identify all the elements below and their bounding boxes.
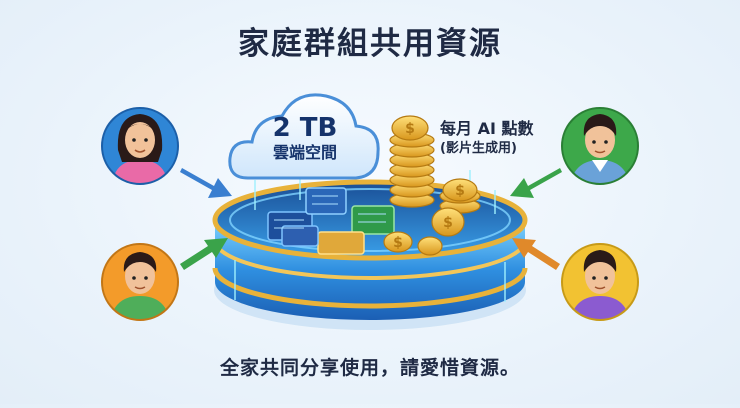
avatar-man-top-right: [561, 107, 639, 185]
ai-points-title: 每月 AI 點數: [440, 119, 534, 138]
avatar-woman-top-left: [101, 107, 179, 185]
avatar-man-bottom-left: [101, 243, 179, 321]
cloud-label: 雲端空間: [272, 143, 337, 162]
cloud-storage-label: 2 TB 雲端空間: [250, 114, 360, 164]
cloud-icon: [228, 93, 380, 180]
ai-points-label: 每月 AI 點數 (影片生成用): [440, 118, 560, 158]
footer-note: 全家共同分享使用，請愛惜資源。: [219, 357, 520, 379]
page-title: 家庭群組共用資源: [238, 26, 502, 62]
arrow-bottom-right: [512, 238, 560, 270]
arrow-top-right: [510, 168, 562, 198]
svg-text:$: $: [455, 183, 465, 199]
svg-text:$: $: [393, 235, 403, 251]
arrow-bottom-left: [180, 238, 228, 270]
resource-pool: [212, 160, 528, 330]
ai-points-note: (影片生成用): [440, 141, 517, 156]
arrows: [180, 168, 562, 270]
coin-stack: $ $ $ $: [383, 115, 481, 256]
svg-text:$: $: [443, 215, 453, 231]
arrow-top-left: [180, 168, 232, 198]
cloud-capacity: 2 TB: [272, 113, 338, 143]
svg-text:$: $: [405, 121, 415, 137]
server-blocks: [267, 187, 395, 255]
avatar-man-bottom-right: [561, 243, 639, 321]
